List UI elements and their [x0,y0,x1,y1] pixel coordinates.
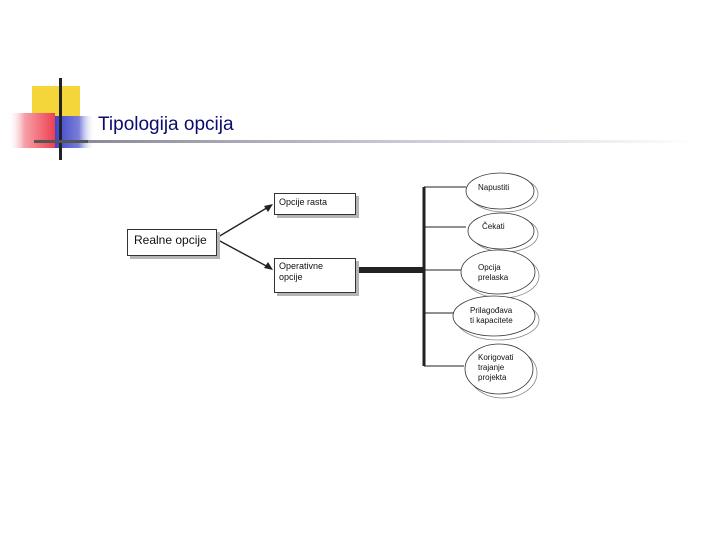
title-divider [88,140,698,143]
node-operativne-opcije-label: Operativne opcije [279,261,324,282]
connector-root-to-operative [217,239,271,269]
oval-label-korigovati: Korigovati trajanje projekta [478,353,514,382]
node-operativne-opcije: Operativne opcije [274,258,356,293]
oval-label-prilagodavati: Prilagođava ti kapacitete [470,306,513,325]
arrowhead-operative [264,262,273,270]
connector-root-to-growth [217,205,271,238]
oval-label-cekati: Čekati [482,222,505,231]
arrowhead-growth [264,204,273,212]
node-opcije-rasta: Opcije rasta [274,193,356,215]
oval-prilagodavati [452,295,536,337]
oval-label-napustiti: Napustiti [478,183,510,192]
node-opcije-rasta-label: Opcije rasta [279,197,328,207]
oval-cekati [467,212,535,250]
oval-opcija-prelaska [460,249,536,295]
node-realne-opcije-label: Realne opcije [134,233,207,247]
oval-napustiti [465,172,535,210]
logo-horizontal-bar [34,140,90,143]
slide-title: Tipologija opcija [98,114,234,135]
oval-korigovati [464,343,534,395]
node-realne-opcije: Realne opcije [127,229,217,256]
oval-label-opcija-prelaska: Opcija prelaska [478,263,509,282]
logo-vertical-bar [59,78,62,160]
